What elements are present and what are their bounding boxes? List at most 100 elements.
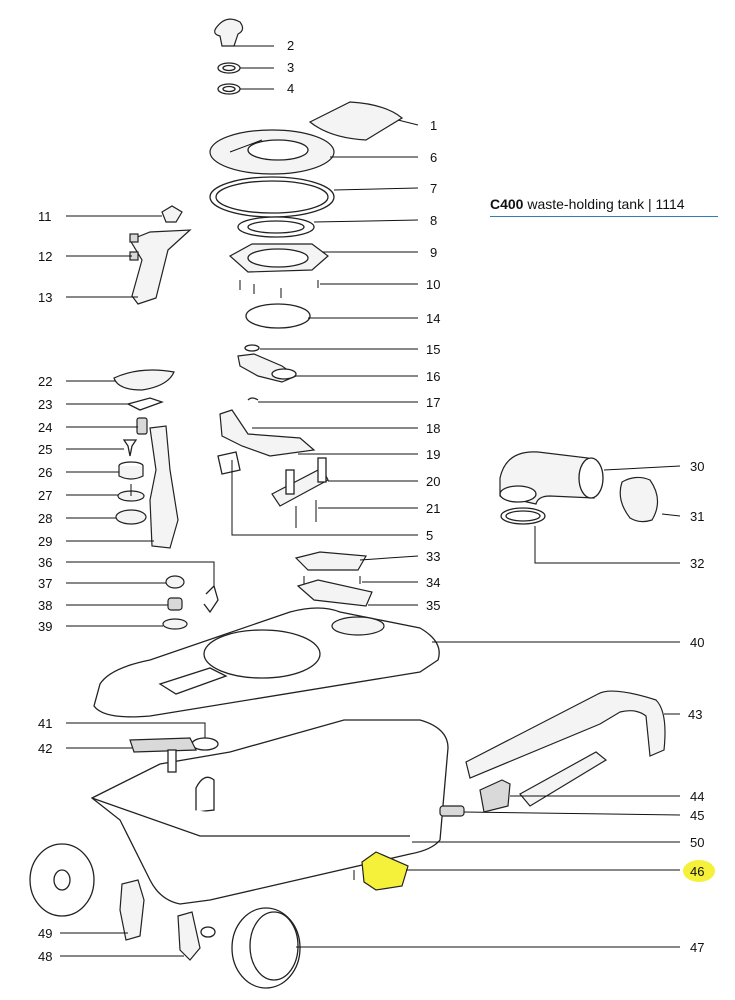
part-label: 45 (690, 808, 704, 823)
part-8-seal (237, 216, 315, 238)
part-39-seat (162, 618, 188, 630)
part-label: 12 (38, 249, 52, 264)
part-label: 42 (38, 741, 52, 756)
diagram-title: C400 waste-holding tank | 1114 (490, 196, 718, 217)
part-label: 33 (426, 549, 440, 564)
part-label: 40 (690, 635, 704, 650)
part-label: 7 (430, 181, 437, 196)
part-label: 11 (38, 209, 52, 224)
part-38-spring (167, 597, 183, 611)
part-label: 43 (688, 707, 702, 722)
part-label-highlighted: 46 (690, 864, 704, 879)
part-label: 22 (38, 374, 52, 389)
part-label: 15 (426, 342, 440, 357)
part-44-clip (479, 779, 511, 813)
part-47-wheel (231, 907, 301, 989)
part-9-frame (228, 243, 329, 273)
part-label: 3 (287, 60, 294, 75)
part-49-wheel-axle (119, 879, 145, 941)
part-16-valve-arm (237, 353, 298, 383)
part-7-gasket-ring (209, 176, 335, 218)
part-14-disc (245, 303, 311, 329)
part-label: 39 (38, 619, 52, 634)
part-46-highlight (683, 860, 715, 882)
part-26-button (118, 461, 144, 480)
part-2-knob (214, 18, 244, 47)
part-6-lid (209, 129, 335, 175)
part-label: 38 (38, 598, 52, 613)
part-18-19-mechanism (219, 409, 316, 457)
part-22-cover (113, 369, 175, 391)
part-48-wheel-bracket (177, 911, 216, 961)
part-3-o-ring (217, 62, 241, 74)
part-label: 1 (430, 118, 437, 133)
part-23-bracket (126, 397, 164, 411)
part-label: 10 (426, 277, 440, 292)
part-number-labels: 2 3 4 1 6 7 8 9 10 14 15 16 17 18 19 20 … (38, 38, 704, 964)
part-30-outlet-pipe (499, 451, 604, 505)
part-46-bracket (353, 851, 409, 891)
part-label: 44 (690, 789, 704, 804)
part-label: 24 (38, 420, 52, 435)
part-label: 21 (426, 501, 440, 516)
model-name: C400 (490, 196, 524, 212)
part-label: 50 (690, 835, 704, 850)
part-label: 36 (38, 555, 52, 570)
part-29-lever (149, 425, 179, 549)
part-label: 17 (426, 395, 440, 410)
part-40-tank-top (93, 607, 440, 751)
part-label: 25 (38, 442, 52, 457)
part-43-pull-handle (465, 690, 666, 807)
part-45-spring (439, 805, 465, 817)
part-label: 23 (38, 397, 52, 412)
part-label: 13 (38, 290, 52, 305)
wheel-left (29, 843, 95, 917)
part-37-knob (165, 575, 185, 589)
part-label: 48 (38, 949, 52, 964)
part-label: 14 (426, 311, 440, 326)
part-label: 2 (287, 38, 294, 53)
part-11-clip (161, 205, 183, 223)
part-label: 9 (430, 245, 437, 260)
leader-lines (60, 45, 681, 957)
part-label: 34 (426, 575, 440, 590)
part-label: 37 (38, 576, 52, 591)
part-label: 27 (38, 488, 52, 503)
part-label: 20 (426, 474, 440, 489)
part-35-frame (296, 579, 373, 607)
part-label: 47 (690, 940, 704, 955)
part-42-handle-lock (129, 737, 197, 773)
part-17-clip (247, 397, 259, 401)
part-24-spring (136, 417, 148, 435)
part-label: 49 (38, 926, 52, 941)
part-50-tank-body (90, 719, 449, 905)
part-31-cap (619, 476, 659, 523)
part-label: 31 (690, 509, 704, 524)
part-label: 41 (38, 716, 52, 731)
part-15-washer (244, 344, 260, 352)
part-label: 4 (287, 81, 294, 96)
part-36-hook (203, 584, 219, 614)
part-label: 19 (426, 447, 440, 462)
part-34-screws (303, 576, 361, 584)
part-4-o-ring (217, 83, 241, 95)
part-label: 32 (690, 556, 704, 571)
part-label: 8 (430, 213, 437, 228)
part-33-label (294, 551, 367, 571)
part-25-screw (122, 439, 138, 457)
part-label: 16 (426, 369, 440, 384)
part-label: 30 (690, 459, 704, 474)
part-5-bracket (217, 451, 241, 475)
part-32-seal (500, 507, 546, 525)
part-12-13-handle (129, 229, 192, 305)
title-description: waste-holding tank | 1114 (527, 196, 685, 212)
part-label: 35 (426, 598, 440, 613)
part-20-sliding-valve (271, 457, 329, 507)
part-label: 28 (38, 511, 52, 526)
part-label: 5 (426, 528, 433, 543)
part-28-cap (115, 509, 147, 525)
part-1-cover-plate (308, 101, 404, 141)
part-27-washer (117, 484, 145, 502)
part-label: 29 (38, 534, 52, 549)
